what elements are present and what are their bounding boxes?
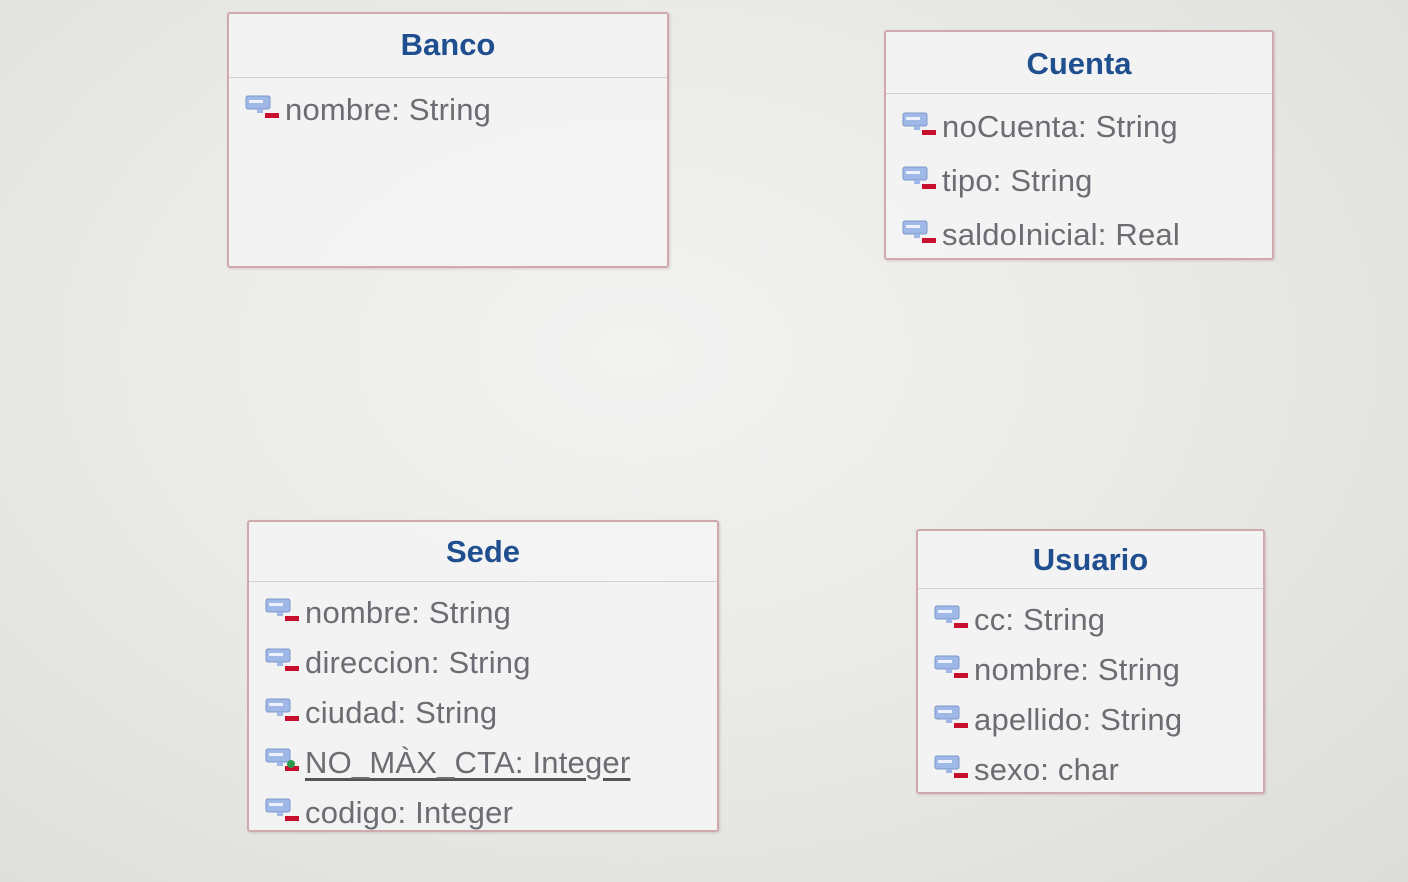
- private-attribute-glyph: [265, 798, 299, 821]
- private-attribute-glyph: [265, 598, 299, 621]
- class-name-cuenta: Cuenta: [886, 32, 1272, 94]
- attribute-label: nombre: String: [285, 92, 492, 127]
- private-attribute-icon: [265, 645, 301, 681]
- class-box-cuenta[interactable]: Cuenta noCuenta: String tipo: String sal…: [884, 30, 1274, 260]
- class-name-usuario: Usuario: [918, 531, 1263, 589]
- attribute-label: saldoInicial: Real: [942, 217, 1180, 252]
- private-attribute-icon: [902, 163, 938, 199]
- private-attribute-glyph: [902, 220, 936, 243]
- private-attribute-glyph: [934, 755, 968, 778]
- private-attribute-glyph: [934, 705, 968, 728]
- class-box-usuario[interactable]: Usuario cc: String nombre: String apelli…: [916, 529, 1265, 794]
- attribute-row[interactable]: apellido: String: [918, 695, 1263, 745]
- private-attribute-glyph: [934, 655, 968, 678]
- attribute-row[interactable]: saldoInicial: Real: [886, 208, 1272, 262]
- private-attribute-icon: [245, 92, 281, 128]
- attribute-list-cuenta: noCuenta: String tipo: String saldoInici…: [886, 94, 1272, 262]
- static-attribute-row[interactable]: NO_MÀX_CTA: Integer: [249, 738, 717, 788]
- private-attribute-icon: [265, 695, 301, 731]
- private-attribute-glyph: [934, 605, 968, 628]
- class-box-sede[interactable]: Sede nombre: String direccion: String ci…: [247, 520, 719, 832]
- attribute-row[interactable]: sexo: char: [918, 745, 1263, 795]
- class-box-banco[interactable]: Banco nombre: String: [227, 12, 669, 268]
- attribute-label: tipo: String: [942, 163, 1093, 198]
- attribute-row[interactable]: ciudad: String: [249, 688, 717, 738]
- attribute-label: noCuenta: String: [942, 109, 1178, 144]
- class-name-banco: Banco: [229, 14, 667, 78]
- class-name-sede: Sede: [249, 522, 717, 582]
- attribute-list-banco: nombre: String: [229, 78, 667, 136]
- attribute-label: direccion: String: [305, 645, 531, 680]
- private-attribute-icon: [265, 595, 301, 631]
- static-attribute-glyph: [265, 748, 299, 771]
- attribute-row[interactable]: direccion: String: [249, 638, 717, 688]
- private-attribute-glyph: [245, 95, 279, 118]
- static-attribute-icon: [265, 745, 301, 781]
- attribute-row[interactable]: tipo: String: [886, 154, 1272, 208]
- attribute-list-sede: nombre: String direccion: String ciudad:…: [249, 582, 717, 838]
- private-attribute-icon: [265, 795, 301, 831]
- attribute-list-usuario: cc: String nombre: String apellido: Stri…: [918, 589, 1263, 795]
- attribute-label: nombre: String: [974, 652, 1181, 687]
- attribute-label: ciudad: String: [305, 695, 498, 730]
- attribute-row[interactable]: nombre: String: [229, 84, 667, 136]
- attribute-label: codigo: Integer: [305, 795, 514, 830]
- private-attribute-icon: [934, 602, 970, 638]
- private-attribute-glyph: [902, 166, 936, 189]
- attribute-label: nombre: String: [305, 595, 512, 630]
- attribute-row[interactable]: nombre: String: [918, 645, 1263, 695]
- attribute-row[interactable]: noCuenta: String: [886, 100, 1272, 154]
- private-attribute-icon: [934, 702, 970, 738]
- attribute-label: NO_MÀX_CTA: Integer: [305, 745, 631, 780]
- attribute-row[interactable]: cc: String: [918, 595, 1263, 645]
- attribute-row[interactable]: nombre: String: [249, 588, 717, 638]
- attribute-label: cc: String: [974, 602, 1106, 637]
- private-attribute-icon: [934, 752, 970, 788]
- private-attribute-icon: [902, 217, 938, 253]
- private-attribute-glyph: [265, 698, 299, 721]
- attribute-row[interactable]: codigo: Integer: [249, 788, 717, 838]
- private-attribute-icon: [902, 109, 938, 145]
- attribute-label: apellido: String: [974, 702, 1183, 737]
- private-attribute-glyph: [902, 112, 936, 135]
- attribute-label: sexo: char: [974, 752, 1120, 787]
- private-attribute-glyph: [265, 648, 299, 671]
- private-attribute-icon: [934, 652, 970, 688]
